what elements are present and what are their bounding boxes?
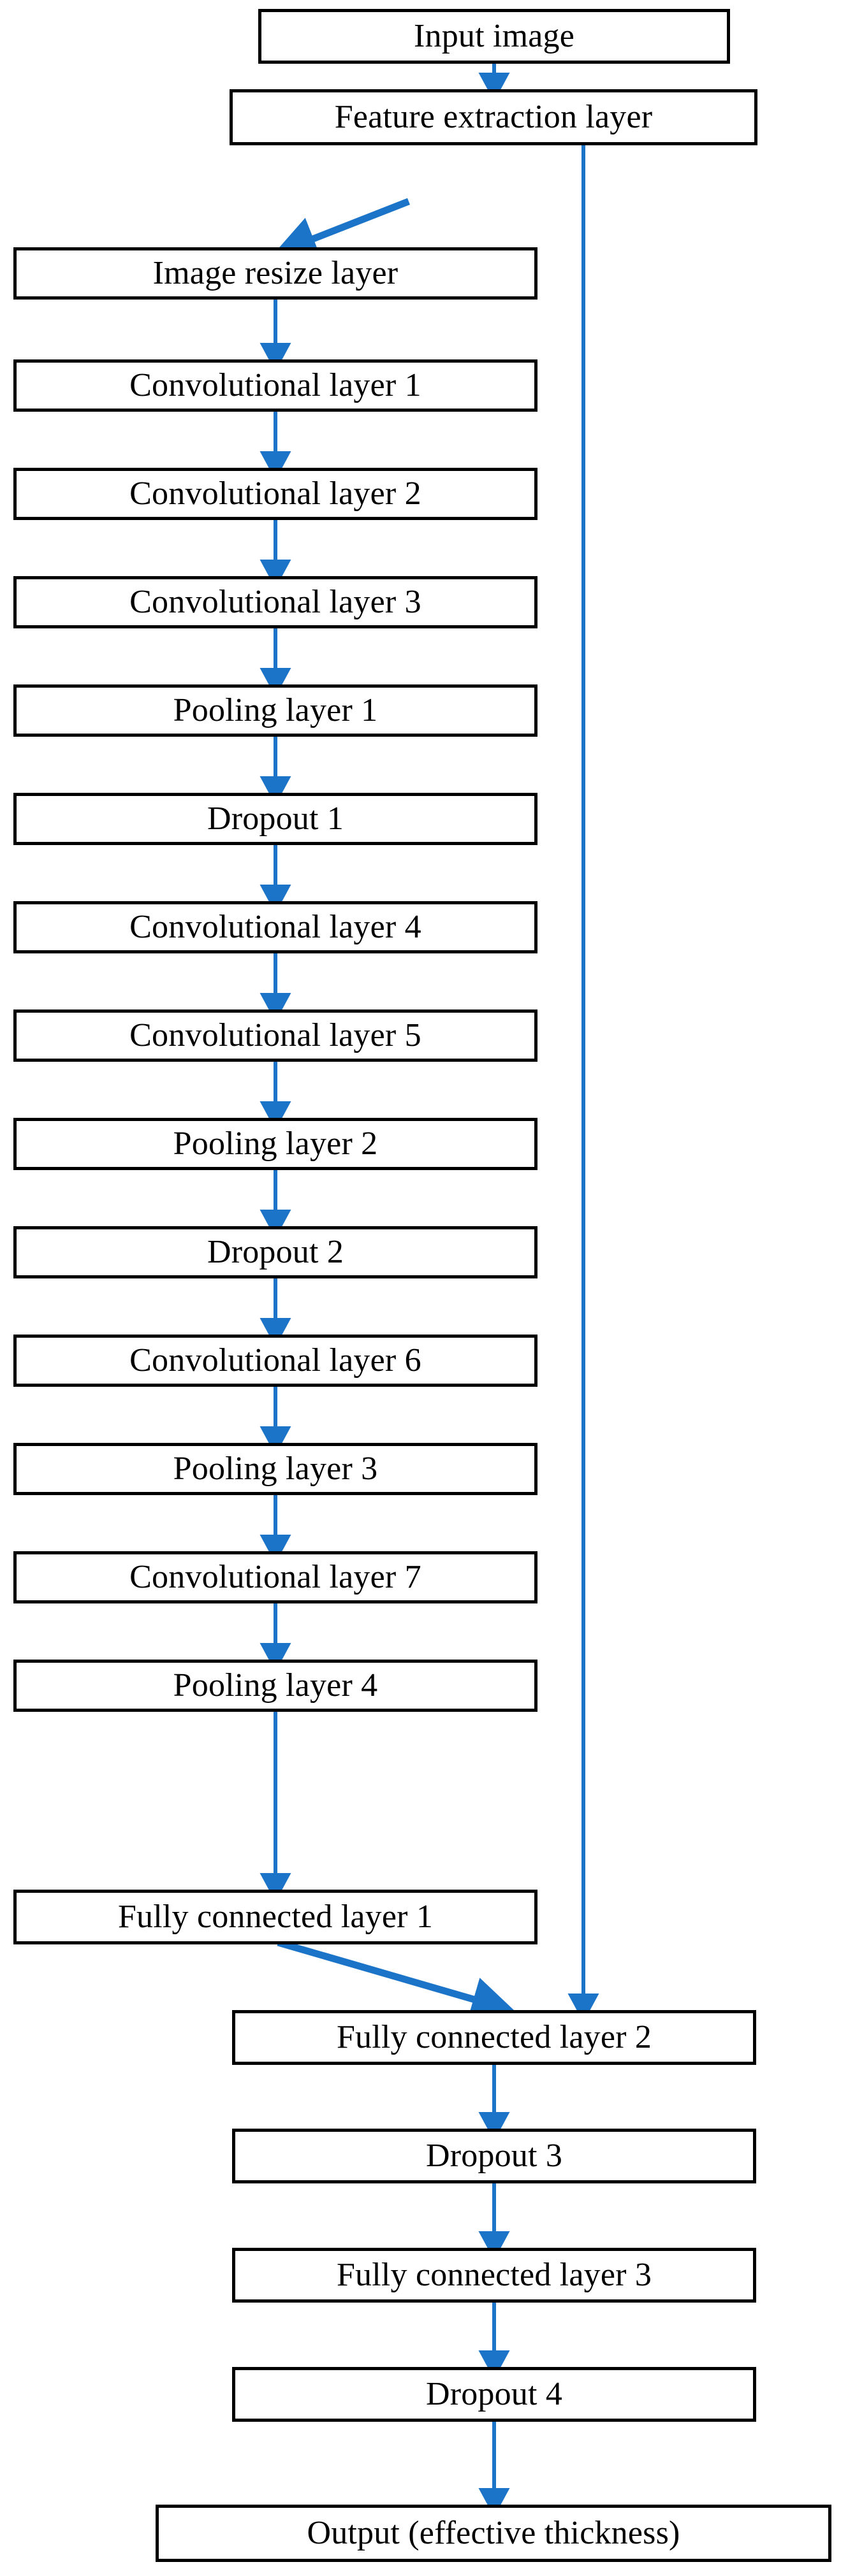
node-dropout-2[interactable]: Dropout 2 (13, 1226, 537, 1278)
node-input-image[interactable]: Input image (258, 9, 730, 64)
node-dropout-4[interactable]: Dropout 4 (232, 2367, 756, 2422)
node-pooling-layer-4[interactable]: Pooling layer 4 (13, 1660, 537, 1712)
node-feature-extraction-layer[interactable]: Feature extraction layer (230, 89, 757, 145)
node-dropout-1[interactable]: Dropout 1 (13, 793, 537, 845)
node-image-resize-layer[interactable]: Image resize layer (13, 247, 537, 300)
node-convolutional-layer-6[interactable]: Convolutional layer 6 (13, 1335, 537, 1387)
node-convolutional-layer-5[interactable]: Convolutional layer 5 (13, 1009, 537, 1062)
node-pooling-layer-1[interactable]: Pooling layer 1 (13, 684, 537, 737)
node-pooling-layer-2[interactable]: Pooling layer 2 (13, 1118, 537, 1170)
node-convolutional-layer-1[interactable]: Convolutional layer 1 (13, 359, 537, 412)
node-convolutional-layer-4[interactable]: Convolutional layer 4 (13, 901, 537, 953)
node-convolutional-layer-2[interactable]: Convolutional layer 2 (13, 468, 537, 520)
node-convolutional-layer-3[interactable]: Convolutional layer 3 (13, 576, 537, 628)
node-fully-connected-layer-2[interactable]: Fully connected layer 2 (232, 2010, 756, 2065)
edge-fc1-to-fc2 (277, 1939, 516, 2021)
node-fully-connected-layer-3[interactable]: Fully connected layer 3 (232, 2248, 756, 2303)
node-fully-connected-layer-1[interactable]: Fully connected layer 1 (13, 1890, 537, 1944)
node-dropout-3[interactable]: Dropout 3 (232, 2129, 756, 2183)
node-convolutional-layer-7[interactable]: Convolutional layer 7 (13, 1551, 537, 1603)
node-pooling-layer-3[interactable]: Pooling layer 3 (13, 1443, 537, 1495)
node-output-effective-thickness[interactable]: Output (effective thickness) (156, 2505, 831, 2562)
edge-feature-to-resize (273, 198, 411, 260)
